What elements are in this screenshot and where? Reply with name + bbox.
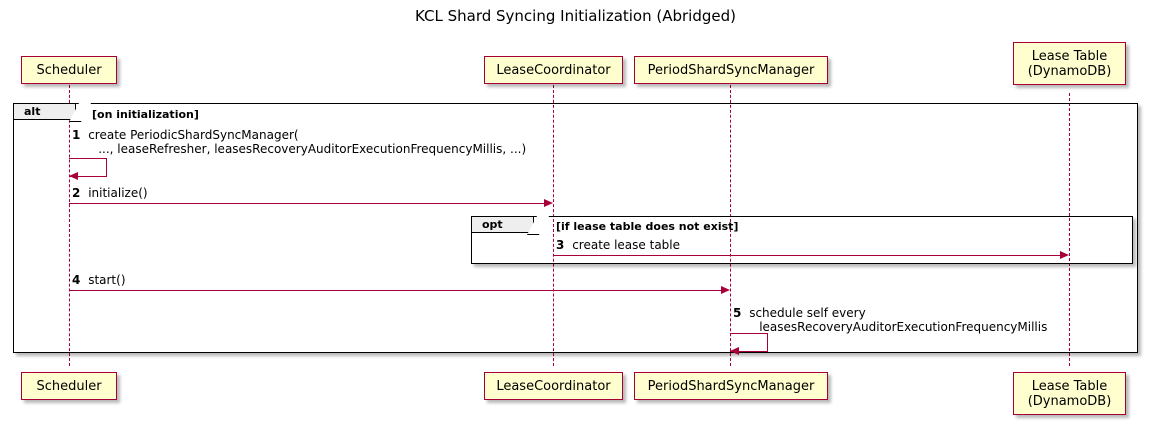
participant-label-line2: (DynamoDB) bbox=[1027, 63, 1112, 79]
message-5-text-line2: leasesRecoveryAuditorExecutionFrequencyM… bbox=[759, 320, 1048, 334]
participant-scheduler-top[interactable]: Scheduler bbox=[21, 56, 117, 84]
message-3-label: 3 create lease table bbox=[556, 238, 680, 252]
message-4-arrowhead bbox=[721, 285, 730, 294]
message-3-text: create lease table bbox=[572, 238, 681, 252]
message-5-arrowhead bbox=[730, 347, 739, 355]
participant-label-line2: (DynamoDB) bbox=[1027, 393, 1112, 409]
frame-alt: alt bbox=[13, 103, 1138, 353]
message-3-line bbox=[553, 255, 1060, 256]
message-5-number: 5 bbox=[733, 306, 742, 320]
frame-alt-tab: alt bbox=[14, 104, 76, 120]
participant-label-line1: Lease Table bbox=[1031, 378, 1108, 394]
message-5-text-line1: schedule self every bbox=[749, 306, 866, 320]
participant-leasecoordinator-top[interactable]: LeaseCoordinator bbox=[484, 56, 623, 84]
message-1-label: 1 create PeriodicShardSyncManager( ..., … bbox=[72, 128, 526, 156]
message-1-number: 1 bbox=[72, 128, 81, 142]
message-2-number: 2 bbox=[72, 186, 81, 200]
message-4-number: 4 bbox=[72, 273, 81, 287]
message-2-label: 2 initialize() bbox=[72, 186, 148, 200]
frame-alt-condition: [on initialization] bbox=[92, 108, 199, 121]
message-2-text: initialize() bbox=[88, 186, 148, 200]
message-2-line bbox=[69, 203, 544, 204]
message-1-text-line1: create PeriodicShardSyncManager( bbox=[88, 128, 299, 142]
message-5-label: 5 schedule self every leasesRecoveryAudi… bbox=[733, 306, 1047, 334]
message-3-arrowhead bbox=[1060, 250, 1069, 259]
participant-label: LeaseCoordinator bbox=[496, 378, 611, 394]
participant-leasetable-bottom[interactable]: Lease Table (DynamoDB) bbox=[1013, 372, 1126, 415]
frame-opt-tab: opt bbox=[472, 217, 534, 233]
message-3-number: 3 bbox=[556, 238, 565, 252]
message-4-label: 4 start() bbox=[72, 273, 126, 287]
participant-label: PeriodShardSyncManager bbox=[647, 62, 815, 78]
message-5-self-loop bbox=[730, 333, 768, 352]
participant-periodshardsyncmanager-top[interactable]: PeriodShardSyncManager bbox=[634, 56, 828, 84]
message-1-text-line2: ..., leaseRefresher, leasesRecoveryAudit… bbox=[98, 142, 527, 156]
frame-opt-condition: [if lease table does not exist] bbox=[556, 220, 739, 233]
participant-label: PeriodShardSyncManager bbox=[647, 378, 815, 394]
participant-label-line1: Lease Table bbox=[1031, 48, 1108, 64]
participant-label: Scheduler bbox=[36, 62, 102, 78]
participant-periodshardsyncmanager-bottom[interactable]: PeriodShardSyncManager bbox=[634, 372, 828, 400]
participant-label: Scheduler bbox=[36, 378, 102, 394]
participant-label: LeaseCoordinator bbox=[496, 62, 611, 78]
participant-scheduler-bottom[interactable]: Scheduler bbox=[21, 372, 117, 400]
lifeline-leasetable bbox=[1069, 93, 1070, 366]
lifeline-scheduler bbox=[69, 85, 70, 366]
diagram-title: KCL Shard Syncing Initialization (Abridg… bbox=[415, 7, 736, 25]
message-1-arrowhead bbox=[69, 172, 78, 180]
message-4-text: start() bbox=[88, 273, 126, 287]
participant-leasecoordinator-bottom[interactable]: LeaseCoordinator bbox=[484, 372, 623, 400]
lifeline-periodshardsyncmanager bbox=[730, 85, 731, 366]
participant-leasetable-top[interactable]: Lease Table (DynamoDB) bbox=[1013, 42, 1126, 85]
message-1-self-loop bbox=[69, 158, 107, 177]
message-2-arrowhead bbox=[544, 198, 553, 207]
frame-opt: opt bbox=[471, 216, 1133, 264]
lifeline-leasecoordinator bbox=[553, 85, 554, 366]
message-4-line bbox=[69, 290, 721, 291]
